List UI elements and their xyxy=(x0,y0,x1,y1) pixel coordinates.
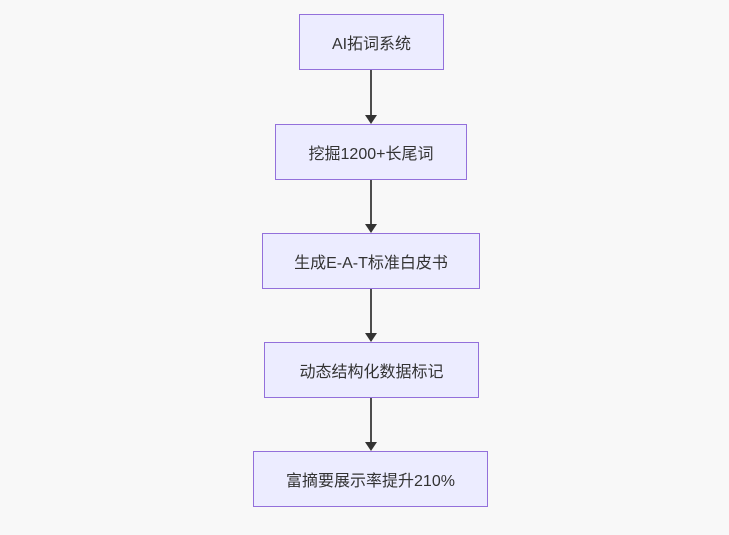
flow-node-ai-word-system: AI拓词系统 xyxy=(299,14,444,70)
flow-node-longtail-mining: 挖掘1200+长尾词 xyxy=(275,124,467,180)
flow-node-rich-snippet-rate: 富摘要展示率提升210% xyxy=(253,451,488,507)
flow-node-label: 动态结构化数据标记 xyxy=(299,364,444,381)
arrow-down-icon xyxy=(365,224,377,233)
flow-node-label: AI拓词系统 xyxy=(331,36,412,53)
edge-line-2 xyxy=(370,180,372,225)
flow-node-label: 挖掘1200+长尾词 xyxy=(308,146,434,163)
edge-line-1 xyxy=(370,70,372,116)
edge-line-4 xyxy=(370,398,372,443)
flow-node-label: 生成E-A-T标准白皮书 xyxy=(294,255,448,272)
flow-node-label: 富摘要展示率提升210% xyxy=(286,473,455,490)
arrow-down-icon xyxy=(365,115,377,124)
flow-node-structured-data-markup: 动态结构化数据标记 xyxy=(264,342,479,398)
edge-line-3 xyxy=(370,289,372,334)
flow-node-eat-whitepaper: 生成E-A-T标准白皮书 xyxy=(262,233,480,289)
arrow-down-icon xyxy=(365,442,377,451)
arrow-down-icon xyxy=(365,333,377,342)
